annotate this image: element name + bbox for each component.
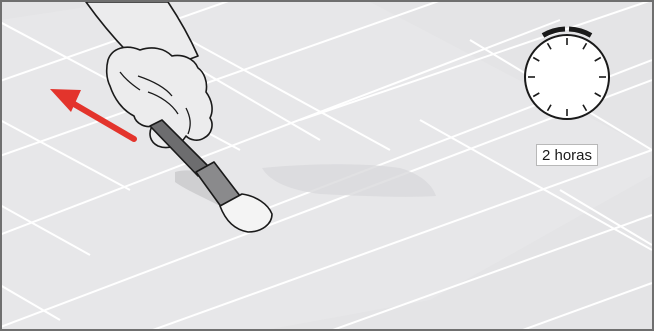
time-label: 2 horas [536,144,598,166]
